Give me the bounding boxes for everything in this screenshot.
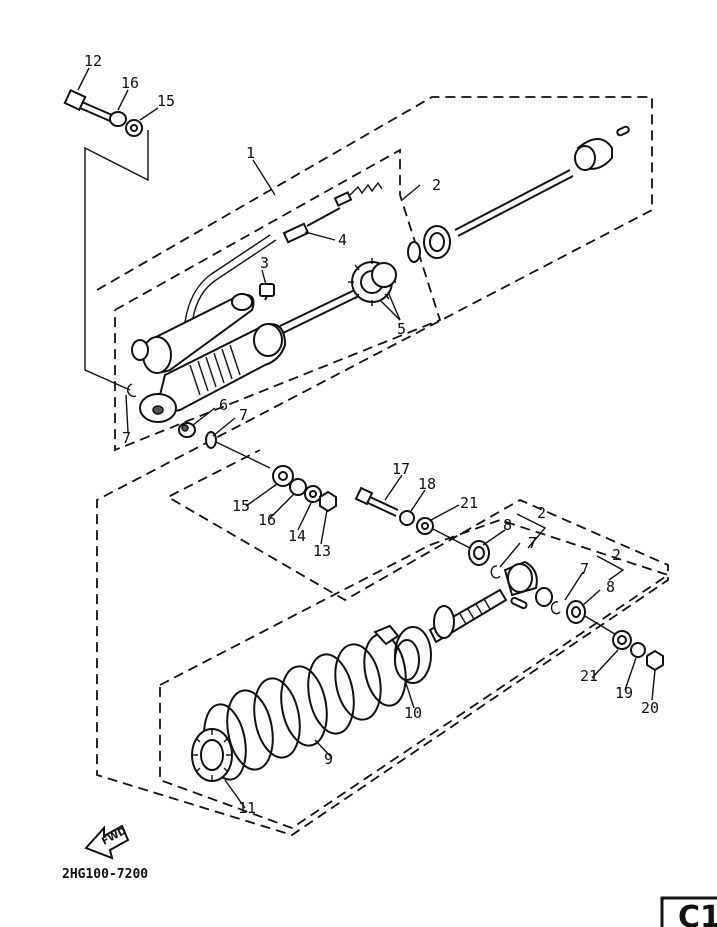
callout-9: 9 [324, 750, 333, 768]
spring-seat [503, 560, 619, 637]
bolt-12-group [63, 88, 143, 137]
callout-1: 1 [246, 144, 255, 162]
callout-4: 4 [338, 231, 347, 249]
callout-15-mid: 15 [232, 497, 250, 515]
group-outlines [84, 96, 671, 836]
fwd-arrow-icon: FWD [84, 824, 130, 860]
callout-2: 2 [432, 176, 441, 194]
callout-16: 16 [121, 74, 139, 92]
callout-2-right: 2 [612, 546, 621, 564]
lower-right-hardware [612, 630, 664, 672]
bolt-17-group [354, 486, 471, 549]
callout-2-mid: 2 [537, 504, 546, 522]
callout-16-mid: 16 [258, 511, 276, 529]
callout-10: 10 [404, 704, 422, 722]
callout-3: 3 [260, 254, 269, 272]
diagram-code: 2HG100-7200 [62, 867, 148, 882]
callout-8: 8 [503, 516, 512, 534]
callout-21-right: 21 [580, 667, 598, 685]
callout-6: 6 [219, 396, 228, 414]
rod-assembly [407, 125, 630, 263]
spring-9 [203, 624, 432, 781]
callout-12: 12 [84, 52, 102, 70]
ring-nuts-5 [348, 258, 397, 306]
leader-lines [77, 67, 656, 809]
page-mark: C1 [660, 896, 717, 927]
ring-nut-11 [191, 728, 233, 782]
callout-15: 15 [157, 92, 175, 110]
callout-7-right: 7 [580, 560, 589, 578]
callout-7: 7 [239, 406, 248, 424]
middle-hardware [272, 465, 337, 513]
callout-5: 5 [397, 320, 406, 338]
callout-7-left: 7 [122, 429, 131, 447]
callout-18: 18 [418, 475, 436, 493]
callout-19: 19 [615, 684, 633, 702]
shock-body [131, 234, 368, 423]
collar-8-upper [468, 540, 501, 579]
callout-11: 11 [238, 799, 256, 817]
callout-20: 20 [641, 699, 659, 717]
callout-13: 13 [313, 542, 331, 560]
callout-14: 14 [288, 527, 306, 545]
callout-21: 21 [460, 494, 478, 512]
callout-8-right: 8 [606, 578, 615, 596]
adjuster-4 [282, 181, 383, 244]
page-mark-label: C1 [678, 900, 717, 927]
callout-17: 17 [392, 460, 410, 478]
bolt-3 [259, 283, 275, 301]
spring-rod [428, 588, 508, 644]
callout-labels: 12 16 15 1 2 3 4 5 6 7 7 15 16 14 13 17 … [84, 52, 659, 817]
callout-7-mid: 7 [528, 534, 537, 552]
